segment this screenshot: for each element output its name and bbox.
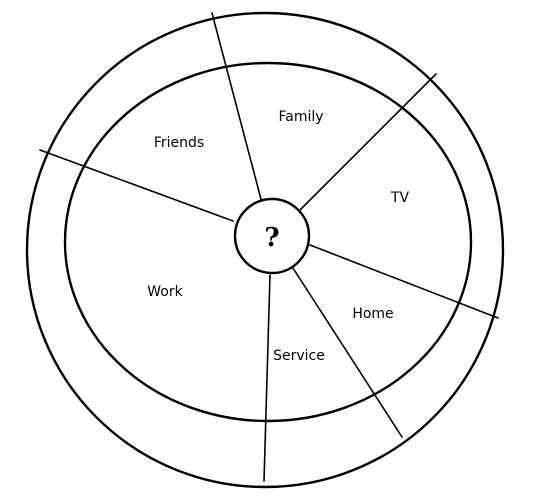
segment-label-home: Home	[352, 306, 393, 322]
divider-tv-home	[309, 244, 499, 319]
inner-circle	[63, 61, 473, 423]
divider-home-service	[290, 264, 403, 438]
center-hub	[233, 197, 311, 275]
segment-label-service: Service	[273, 348, 325, 364]
segment-label-friends: Friends	[154, 135, 204, 151]
divider-family-tv	[299, 73, 437, 211]
segment-label-tv: TV	[390, 190, 410, 206]
divider-work-friends	[39, 149, 234, 222]
segment-label-family: Family	[278, 109, 323, 125]
outer-circle	[25, 11, 505, 489]
center-question-mark: ?	[264, 223, 279, 253]
segment-label-work: Work	[147, 284, 183, 300]
divider-service-work	[263, 274, 271, 482]
divider-friends-family	[211, 12, 263, 204]
